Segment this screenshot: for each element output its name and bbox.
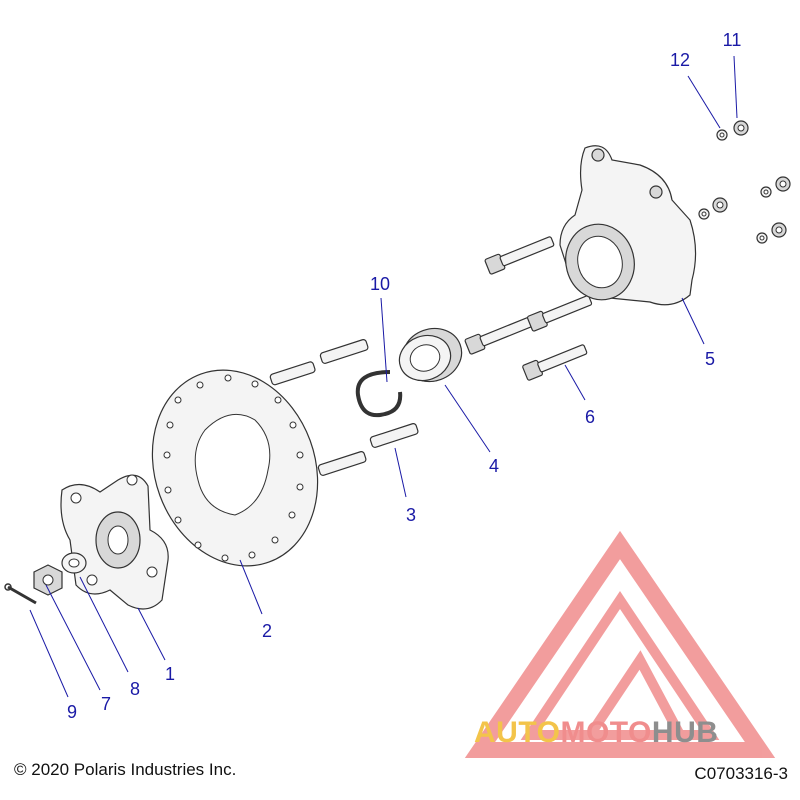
leader-line-11 xyxy=(733,55,738,119)
copyright-notice: © 2020 Polaris Industries Inc. xyxy=(14,760,237,779)
steering-knuckle xyxy=(559,145,697,306)
leader-line-4 xyxy=(444,384,491,453)
wheel-studs xyxy=(269,339,419,476)
callout-11: 11 xyxy=(723,30,742,50)
watermark-hub: HUB xyxy=(651,716,719,749)
leader-line-10 xyxy=(380,297,388,383)
leader-line-9 xyxy=(29,609,69,698)
callout-3: 3 xyxy=(406,505,416,525)
brake-disc xyxy=(151,369,319,567)
diagram-id: C0703316-3 xyxy=(694,764,788,783)
disc-holes xyxy=(163,374,304,562)
castle-nut xyxy=(33,564,63,596)
watermark-auto: AUTO xyxy=(474,716,561,749)
wheel-hub xyxy=(60,474,169,610)
callout-5: 5 xyxy=(705,349,715,369)
knuckle-bolts xyxy=(464,236,593,381)
watermark-text: AUTOMOTOHUB xyxy=(474,716,718,750)
callout-4: 4 xyxy=(489,456,499,476)
watermark-logo xyxy=(464,530,776,758)
callout-2: 2 xyxy=(262,621,272,641)
wheel-bearing xyxy=(398,327,463,383)
callout-10: 10 xyxy=(370,274,390,294)
leader-line-2 xyxy=(239,559,263,615)
leader-line-6 xyxy=(564,364,586,401)
watermark-moto: MOTO xyxy=(560,716,652,749)
cotter-pin xyxy=(4,583,37,605)
callout-12: 12 xyxy=(670,50,690,70)
callout-6: 6 xyxy=(585,407,595,427)
snap-ring xyxy=(355,370,403,418)
leader-line-8 xyxy=(79,576,129,673)
callout-8: 8 xyxy=(130,679,140,699)
leader-line-5 xyxy=(681,297,705,345)
hub-washer xyxy=(61,552,87,574)
leader-line-1 xyxy=(137,607,166,661)
knuckle-nuts-washers xyxy=(698,120,791,244)
leader-line-3 xyxy=(394,447,407,498)
leader-line-12 xyxy=(687,75,721,129)
leader-line-7 xyxy=(45,584,101,691)
callout-1: 1 xyxy=(165,664,175,684)
callout-7: 7 xyxy=(101,694,111,714)
callout-9: 9 xyxy=(67,702,77,722)
